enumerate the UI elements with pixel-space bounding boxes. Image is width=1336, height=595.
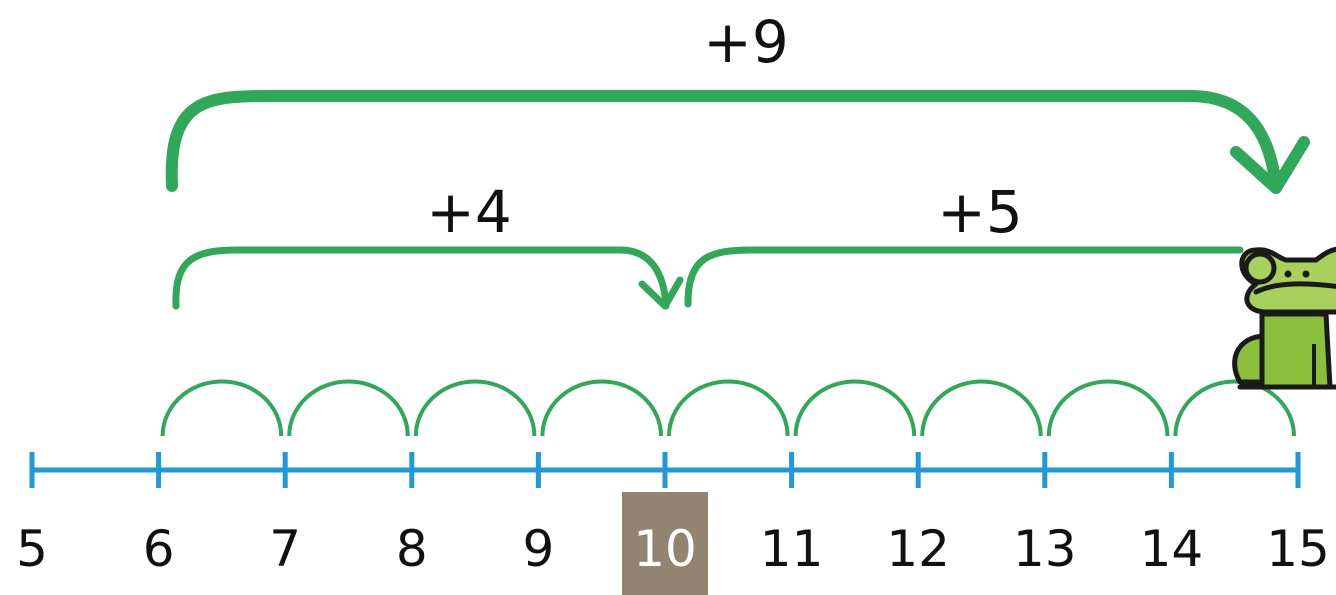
jump-plus-4-arrowhead	[638, 276, 684, 310]
tick-label-13: 13	[1013, 520, 1077, 578]
tick-label-12: 12	[886, 520, 950, 578]
tick-label-10: 10	[633, 520, 697, 578]
jump-plus-5: +5	[684, 178, 1244, 308]
frog-eye-bump	[1243, 251, 1277, 285]
tick-label-8: 8	[396, 520, 428, 578]
small-hop-12-13	[920, 379, 1043, 437]
jump-plus-4-label: +4	[426, 178, 512, 246]
tick-label-7: 7	[269, 520, 301, 578]
small-hop-10-11	[667, 379, 790, 437]
number-line: 5 6 7 8 9 10 11 12 13 14 15	[16, 452, 1330, 595]
number-line-ticks	[29, 452, 1301, 488]
jump-plus-9-label: +9	[703, 8, 789, 76]
small-hop-9-10	[540, 379, 663, 437]
jump-plus-4: +4	[172, 178, 684, 310]
small-hop-13-14	[1046, 379, 1170, 437]
frog-eye	[1302, 270, 1310, 278]
jump-plus-4-arc	[172, 246, 670, 310]
jump-plus-9: +9	[165, 8, 1310, 194]
small-hops	[160, 379, 1296, 437]
jump-plus-9-arc	[165, 90, 1282, 194]
small-hop-14-15	[1173, 379, 1296, 437]
tick-label-9: 9	[522, 520, 554, 578]
small-hop-6-7	[160, 379, 284, 437]
tick-label-6: 6	[143, 520, 175, 578]
frog-eye	[1284, 270, 1292, 278]
frog-body	[1259, 311, 1333, 390]
tick-label-5: 5	[16, 520, 48, 578]
highlight-box	[622, 492, 708, 595]
jump-plus-5-label: +5	[937, 178, 1023, 246]
frog-icon	[1232, 246, 1336, 390]
small-hop-11-12	[793, 379, 917, 437]
small-hop-7-8	[287, 379, 410, 437]
jump-plus-5-arc	[684, 246, 1244, 308]
small-hop-8-9	[413, 379, 537, 437]
tick-label-14: 14	[1140, 520, 1204, 578]
tick-label-11: 11	[760, 520, 824, 578]
jump-plus-9-arrowhead	[1230, 136, 1310, 194]
tick-label-15: 15	[1266, 520, 1330, 578]
number-line-labels: 5 6 7 8 9 10 11 12 13 14 15	[16, 520, 1330, 578]
